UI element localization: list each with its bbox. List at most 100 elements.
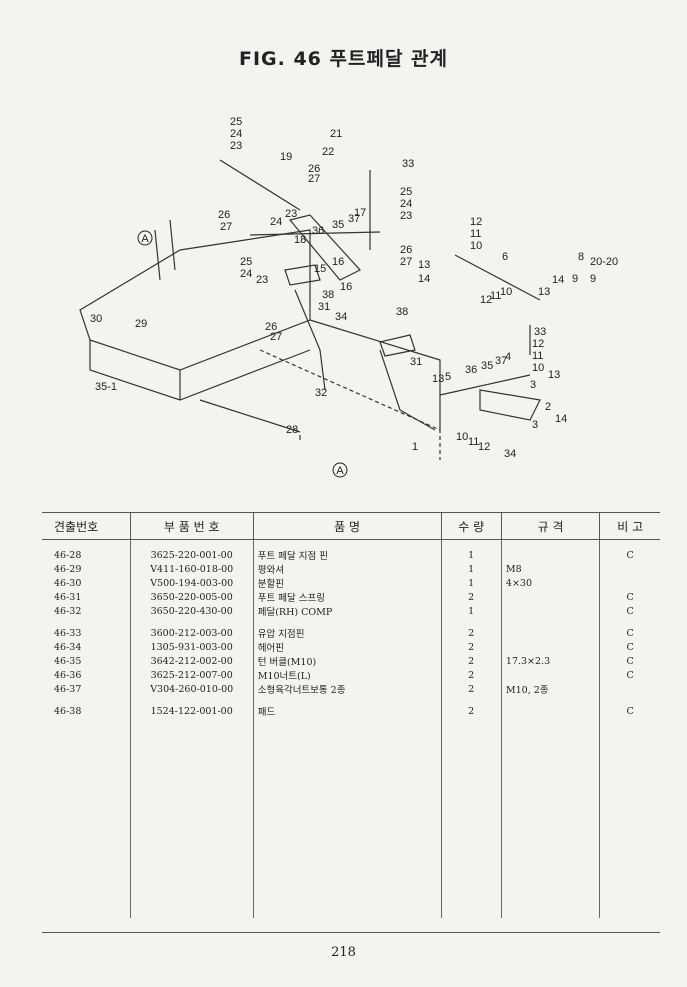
callout-label: 26 — [308, 163, 320, 175]
callout-label: 20-20 — [590, 256, 618, 268]
callout-label: 33 — [534, 326, 546, 338]
col-qty: 수 량 — [440, 512, 502, 540]
callout-label: 23 — [230, 140, 242, 152]
callout-label: 13 — [538, 286, 550, 298]
col-part-no: 부 품 번 호 — [129, 512, 254, 540]
callout-label: 22 — [322, 146, 334, 158]
callout-label: 35 — [332, 219, 344, 231]
callout-label: 16 — [340, 281, 352, 293]
callout-label: 9 — [590, 273, 596, 285]
callout-label: 30 — [90, 313, 102, 325]
callout-label: 5 — [445, 371, 451, 383]
marker-a-lower: A — [336, 465, 344, 477]
callout-label: 11 — [470, 228, 481, 240]
callout-label: 35-1 — [95, 381, 117, 393]
callout-label: 27 — [270, 331, 282, 343]
callout-label: 14 — [555, 413, 567, 425]
callout-label: 23 — [256, 274, 268, 286]
col-ref-no: 견출번호 — [42, 512, 131, 540]
callout-label: 10 — [500, 286, 512, 298]
callout-label: 10 — [470, 240, 482, 252]
marker-a-upper: A — [141, 233, 149, 245]
callout-label: 36 — [465, 364, 477, 376]
callout-label: 16 — [332, 256, 344, 268]
callout-label: 35 — [481, 360, 493, 372]
callout-label: 37 — [495, 355, 507, 367]
callout-label: 26 — [265, 321, 277, 333]
callout-label: 12 — [532, 338, 544, 350]
callout-label: 2 — [545, 401, 551, 413]
callout-label: 14 — [552, 274, 564, 286]
callout-label: 36 — [312, 225, 324, 237]
callout-label: 1 — [412, 441, 418, 453]
callout-label: 26 — [400, 244, 412, 256]
callout-label: 34 — [504, 448, 516, 460]
callout-label: 14 — [418, 273, 430, 285]
callout-label: 25 — [240, 256, 252, 268]
callout-label: 24 — [400, 198, 412, 210]
callout-label: 24 — [240, 268, 252, 280]
callout-label: 4 — [505, 351, 511, 363]
col-name: 품 명 — [252, 512, 441, 540]
callout-label: 37 — [348, 213, 360, 225]
callout-label: 23 — [285, 208, 297, 220]
col-spec: 규 격 — [500, 512, 600, 540]
callout-label: 13 — [418, 259, 430, 271]
callout-label: 38 — [322, 289, 334, 301]
callout-label: 17 — [354, 207, 366, 219]
figure-title: FIG. 46 푸트페달 관계 — [238, 48, 449, 70]
callout-label: 27 — [400, 256, 412, 268]
callout-label: 32 — [315, 387, 327, 399]
exploded-parts-diagram: A A 252423212226271933252423262723241836… — [79, 116, 618, 478]
callout-label: 25 — [400, 186, 412, 198]
callout-label: 13 — [548, 369, 560, 381]
callout-label: 21 — [330, 128, 342, 140]
callout-label: 31 — [318, 301, 330, 313]
callout-label: 24 — [270, 216, 282, 228]
callout-label: 3 — [532, 419, 538, 431]
callout-label: 12 — [480, 294, 492, 306]
callout-label: 34 — [335, 311, 347, 323]
callout-label: 19 — [280, 151, 292, 163]
callout-label: 33 — [402, 158, 414, 170]
callout-label: 31 — [410, 356, 422, 368]
callout-label: 26 — [218, 209, 230, 221]
callout-label: 28 — [286, 424, 298, 436]
callout-label: 9 — [572, 273, 578, 285]
callout-label: 12 — [470, 216, 482, 228]
callout-label: 11 — [468, 436, 479, 448]
callout-label: 13 — [432, 373, 444, 385]
callout-label: 11 — [490, 290, 501, 302]
callout-label: 6 — [502, 251, 508, 263]
callout-label: 11 — [532, 350, 543, 362]
footer-rule — [42, 932, 660, 933]
callout-label: 27 — [308, 173, 320, 185]
col-remarks: 비 고 — [599, 512, 660, 540]
callout-label: 8 — [578, 251, 584, 263]
callout-label: 23 — [400, 210, 412, 222]
callout-label: 10 — [532, 362, 544, 374]
callout-label: 29 — [135, 318, 147, 330]
callout-label: 25 — [230, 116, 242, 128]
callout-label: 3 — [530, 379, 536, 391]
callout-label: 10 — [456, 431, 468, 443]
callout-label: 18 — [294, 234, 306, 246]
page-number: 218 — [331, 945, 356, 960]
callout-label: 38 — [396, 306, 408, 318]
callout-label: 15 — [314, 263, 326, 275]
callout-label: 27 — [220, 221, 232, 233]
callout-label: 24 — [230, 128, 242, 140]
